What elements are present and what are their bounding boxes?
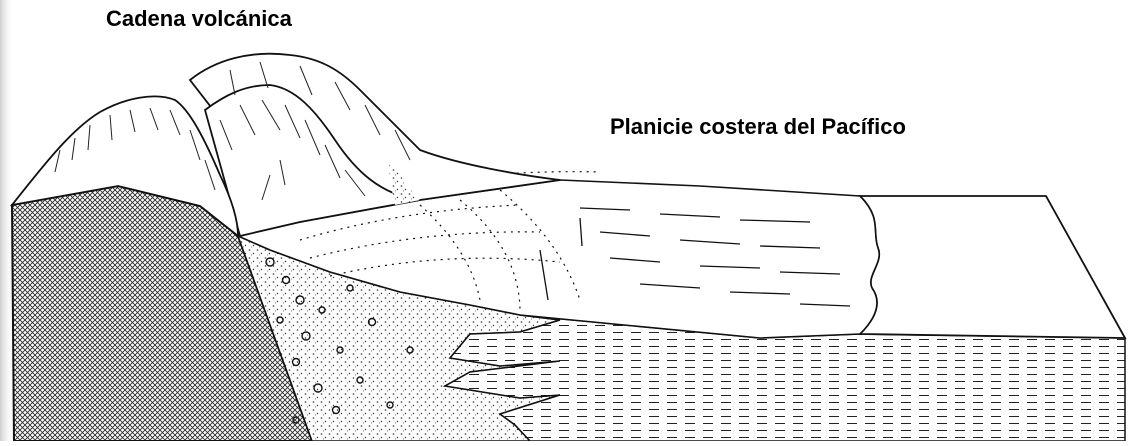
ocean-plane [860, 196, 1125, 338]
volcanic-chain-label: Cadena volcánica [106, 6, 292, 32]
coastal-plain-label: Planicie costera del Pacífico [610, 114, 906, 140]
